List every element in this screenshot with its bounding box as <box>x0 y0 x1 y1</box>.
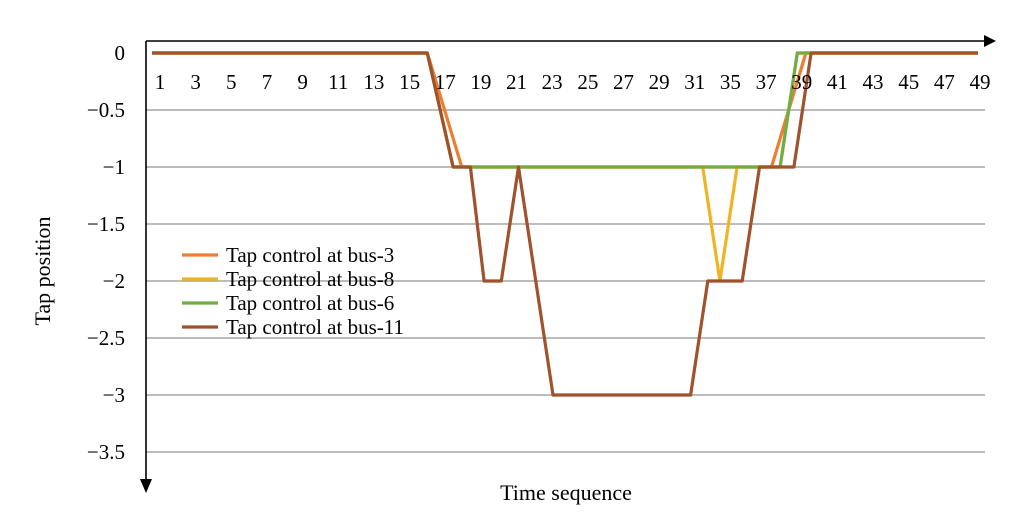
x-tick-label: 3 <box>190 70 201 94</box>
x-tick-label: 49 <box>970 70 991 94</box>
x-tick-label: 29 <box>649 70 670 94</box>
x-axis-arrow <box>984 35 996 47</box>
x-tick-label: 27 <box>613 70 634 94</box>
axis-layer <box>140 35 996 493</box>
y-tick-label: −0.5 <box>87 98 125 122</box>
y-tick-label: 0 <box>115 41 126 65</box>
x-tick-label: 11 <box>328 70 348 94</box>
x-tick-label: 41 <box>827 70 848 94</box>
x-tick-label: 17 <box>435 70 456 94</box>
series-line-4 <box>152 51 978 397</box>
x-tick-label: 23 <box>542 70 563 94</box>
x-tick-label: 39 <box>791 70 812 94</box>
x-tick-label: 45 <box>898 70 919 94</box>
y-tick-label: −1.5 <box>87 212 125 236</box>
x-tick-label: 35 <box>720 70 741 94</box>
legend-label-4: Tap control at bus-11 <box>226 315 404 339</box>
y-axis-title: Tap position <box>30 216 55 325</box>
x-tick-label: 47 <box>934 70 955 94</box>
y-tick-label: −2.5 <box>87 326 125 350</box>
y-axis-arrow <box>140 479 152 493</box>
x-tick-label: 13 <box>363 70 384 94</box>
y-tick-label: −3 <box>103 383 125 407</box>
x-tick-label: 7 <box>262 70 273 94</box>
x-axis-title: Time sequence <box>500 480 632 505</box>
y-tick-label: −1 <box>103 155 125 179</box>
y-tick-label: −2 <box>103 269 125 293</box>
x-tick-label: 15 <box>399 70 420 94</box>
x-tick-label: 25 <box>577 70 598 94</box>
x-tick-label: 1 <box>155 70 166 94</box>
legend-label-1: Tap control at bus-3 <box>226 243 394 267</box>
x-tick-label: 19 <box>470 70 491 94</box>
y-tick-label: −3.5 <box>87 440 125 464</box>
x-tick-label: 37 <box>756 70 777 94</box>
x-tick-label: 21 <box>506 70 527 94</box>
x-tick-label: 43 <box>863 70 884 94</box>
x-tick-label: 9 <box>297 70 308 94</box>
series-layer <box>152 51 978 397</box>
x-tick-label: 5 <box>226 70 237 94</box>
legend-label-3: Tap control at bus-6 <box>226 291 394 315</box>
x-tick-label: 31 <box>684 70 705 94</box>
legend-label-2: Tap control at bus-8 <box>226 267 394 291</box>
